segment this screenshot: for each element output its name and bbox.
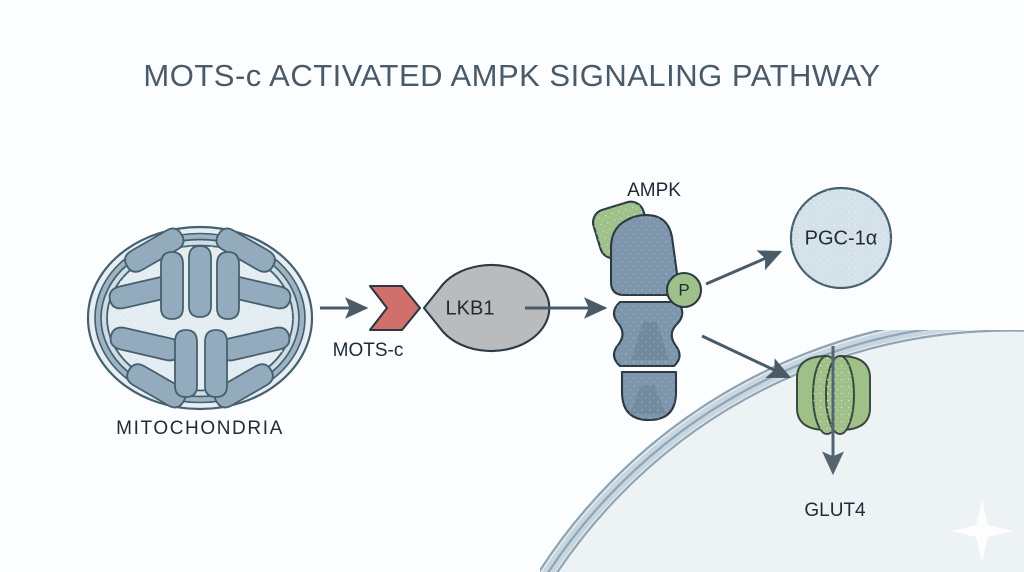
pgc1a-label: PGC-1α xyxy=(805,227,878,249)
pgc1a-node: PGC-1α xyxy=(789,186,893,290)
arrow-ampk-to-pgc1a xyxy=(705,250,783,286)
motsc-label: MOTS-c xyxy=(333,340,404,361)
lkb1-kinase: LKB1 xyxy=(422,263,551,353)
phospho-label: P xyxy=(678,280,689,299)
phosphorylation-badge: P xyxy=(665,271,703,309)
cell-membrane xyxy=(540,330,1024,572)
ampk-complex: AMPK xyxy=(592,180,703,422)
mitochondria-organelle: MITOCHONDRIA xyxy=(86,225,314,439)
lkb1-label: LKB1 xyxy=(446,297,495,319)
ampk-subunit-upper xyxy=(609,213,680,297)
ampk-subunit-lower xyxy=(620,370,678,422)
ampk-label: AMPK xyxy=(627,180,681,201)
page-title: MOTS-c ACTIVATED AMPK SIGNALING PATHWAY xyxy=(143,58,880,93)
arrow-ampk-to-glut4 xyxy=(701,334,792,379)
ampk-subunit-middle xyxy=(612,300,684,368)
glut4-label: GLUT4 xyxy=(804,500,866,521)
sparkle-icon xyxy=(951,500,1013,562)
motsc-peptide: MOTS-c xyxy=(333,284,422,361)
glut4-transporter: GLUT4 xyxy=(796,346,871,521)
mitochondria-label: MITOCHONDRIA xyxy=(116,418,284,439)
